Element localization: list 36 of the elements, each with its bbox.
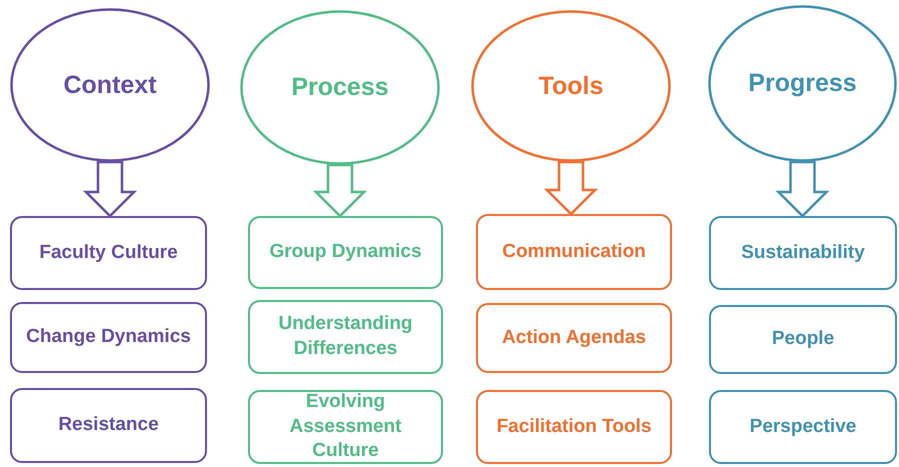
category-ellipse bbox=[471, 10, 671, 162]
hollow-arrow bbox=[775, 160, 830, 218]
topic-box bbox=[709, 216, 897, 290]
topic-box bbox=[476, 214, 672, 290]
topic-label: Change Dynamics bbox=[26, 325, 191, 350]
topic-box bbox=[10, 388, 207, 463]
topic-label: Action Agendas bbox=[502, 326, 646, 350]
topic-label: Facilitation Tools bbox=[496, 414, 652, 439]
topic-box bbox=[248, 216, 443, 289]
category-ellipse bbox=[240, 10, 440, 165]
topic-box bbox=[476, 390, 672, 464]
topic-box bbox=[709, 390, 897, 464]
topic-label: Evolving Assessment Culture bbox=[288, 390, 402, 464]
topic-box bbox=[10, 216, 207, 290]
topic-label: Sustainability bbox=[741, 240, 865, 265]
hollow-arrow bbox=[312, 164, 368, 218]
topic-label: Communication bbox=[502, 240, 646, 264]
hollow-arrow bbox=[544, 160, 598, 216]
category-title: Progress bbox=[748, 68, 857, 100]
topic-box bbox=[709, 305, 897, 374]
topic-label: People bbox=[772, 327, 834, 352]
topic-box bbox=[248, 300, 443, 374]
category-ellipse bbox=[708, 5, 897, 162]
topic-box bbox=[476, 303, 672, 373]
topic-box bbox=[248, 390, 443, 464]
category-title: Tools bbox=[538, 70, 604, 102]
topic-label: Faculty Culture bbox=[39, 240, 178, 265]
topic-label: Resistance bbox=[58, 413, 159, 438]
topic-label: Perspective bbox=[750, 414, 856, 439]
topic-label: Understanding Differences bbox=[277, 312, 414, 361]
hollow-arrow bbox=[82, 160, 138, 218]
category-ellipse bbox=[10, 8, 210, 162]
category-title: Context bbox=[63, 70, 157, 101]
topic-label: Group Dynamics bbox=[269, 240, 422, 264]
category-title: Process bbox=[291, 72, 389, 104]
topic-box bbox=[10, 302, 207, 373]
